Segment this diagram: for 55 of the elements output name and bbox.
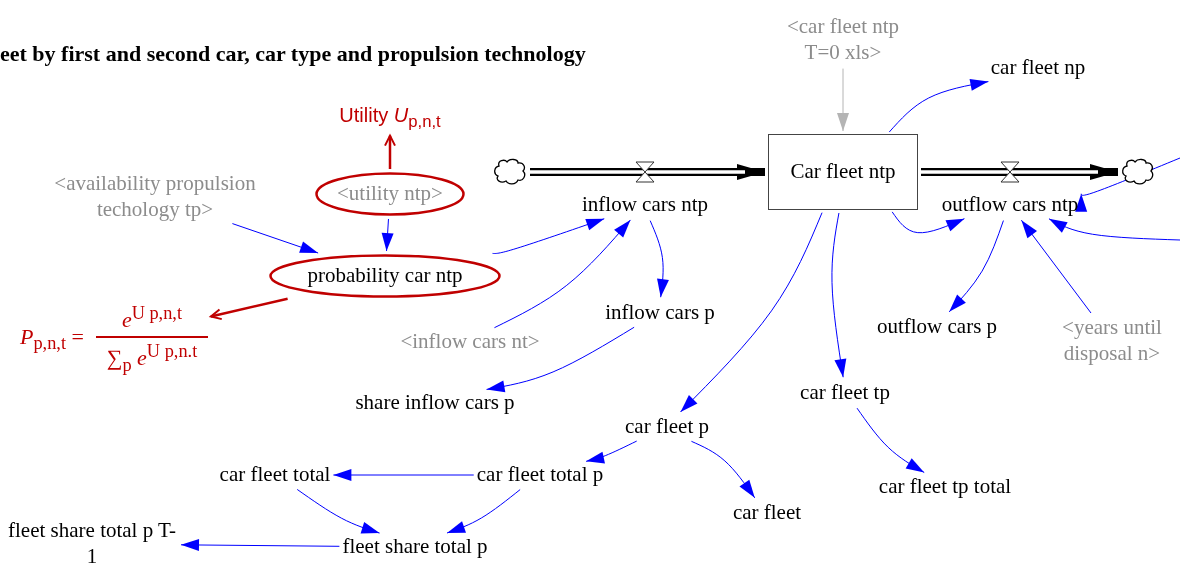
variable-label: inflow cars p [605, 300, 715, 326]
highlighted-variable [269, 254, 501, 298]
variable-label: probability car ntp [307, 263, 463, 289]
arrow [837, 68, 849, 132]
arrow [831, 212, 847, 378]
arrow [856, 407, 925, 473]
arrow [384, 134, 396, 169]
arrow [296, 488, 381, 534]
variable-label: <availability propulsion techology tp> [52, 171, 258, 223]
arrow [492, 218, 605, 254]
flow-pipe [921, 164, 1118, 180]
variable-label: <car fleet ntp T=0 xls> [768, 14, 918, 66]
arrow [1048, 218, 1180, 241]
cloud-symbol [493, 158, 527, 186]
arrow [1020, 219, 1092, 314]
arrow [180, 539, 340, 551]
arrow [680, 212, 823, 413]
variable-label: car fleet np [990, 55, 1086, 81]
arrow [585, 440, 638, 464]
arrow [381, 218, 394, 252]
variable-label: <years until disposal n> [1047, 315, 1177, 367]
arrow [446, 489, 521, 534]
formula-denominator: ∑$_{p}$ e$^{U p,n.t}$ [106, 340, 198, 377]
cloud-symbol [1121, 158, 1155, 186]
arrow [231, 223, 319, 254]
variable-label: car fleet tp total [878, 474, 1012, 500]
arrow [948, 220, 1004, 313]
variable-label: car fleet [732, 500, 802, 526]
stock-box: Car fleet ntp [768, 134, 918, 210]
diagram-title: eet by first and second car, car type and propulsion technology [0, 41, 586, 67]
variable-label: <utility ntp> [337, 181, 443, 207]
variable-label: car fleet total p [476, 462, 604, 488]
variable-label: car fleet p [625, 414, 709, 440]
variable-label: <inflow cars nt> [400, 329, 540, 355]
arrow [891, 211, 965, 234]
variable-label: car fleet tp [800, 380, 890, 406]
variable-label: outflow cars ntp [941, 192, 1079, 218]
arrow [332, 469, 475, 481]
variable-label: outflow cars p [876, 314, 998, 340]
arrow [690, 440, 756, 499]
variable-label: car fleet total [219, 462, 331, 488]
variable-label: Utility U$_{p,n,t}$ [339, 103, 441, 133]
variable-label: fleet share total p [342, 534, 488, 560]
variable-label: fleet share total p T-1 [6, 518, 178, 570]
highlighted-variable [315, 172, 465, 216]
variable-label: share inflow cars p [355, 390, 515, 416]
arrow [649, 220, 669, 298]
formula-text: P$_{p,n,t}$ = [20, 323, 84, 355]
arrow [209, 297, 288, 321]
formula-numerator: e$^{U p,n,t}$ [121, 302, 183, 335]
flow-pipe [530, 164, 765, 180]
arrow [493, 219, 631, 329]
arrow [486, 326, 635, 393]
arrow [888, 78, 989, 133]
variable-label: inflow cars ntp [582, 192, 708, 218]
